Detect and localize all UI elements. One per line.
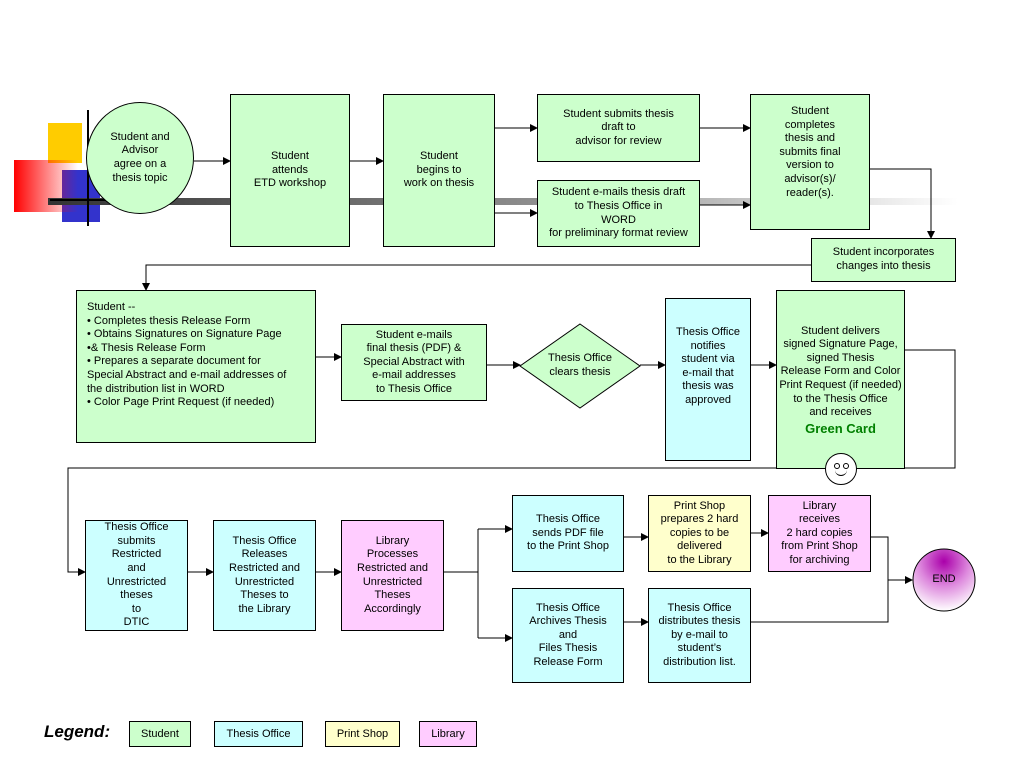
step-release-to-library: Thesis Office Releases Restricted and Un… [213,520,316,631]
step-etd-workshop: Student attends ETD workshop [230,94,350,247]
step-archive-thesis: Thesis Office Archives Thesis and Files … [512,588,624,683]
step-library-processes: Library Processes Restricted and Unrestr… [341,520,444,631]
legend-library: Library [419,721,477,747]
decision-diamond [519,323,641,409]
step-topic-agreement: Student and Advisor agree on a thesis to… [86,102,194,214]
step-office-clears: Thesis Office clears thesis [548,352,612,378]
step-email-draft-office: Student e-mails thesis draft to Thesis O… [537,180,700,247]
step-send-pdf-print-shop: Thesis Office sends PDF file to the Prin… [512,495,624,572]
green-card-label: Green Card [805,420,876,436]
step-email-final-thesis: Student e-mails final thesis (PDF) & Spe… [341,324,487,401]
smiley-face-icon [824,452,857,485]
connectors [67,124,956,642]
end-node: END [932,573,956,586]
step-print-shop-copies: Print Shop prepares 2 hard copies to be … [648,495,751,572]
step-distribute-thesis: Thesis Office distributes thesis by e-ma… [648,588,751,683]
legend-print-shop: Print Shop [325,721,400,747]
step-deliver-text: Student delivers signed Signature Page, … [779,324,902,419]
step-library-receives: Library receives 2 hard copies from Prin… [768,495,871,572]
step-submit-final-version: Student completes thesis and submits fin… [750,94,870,230]
step-begin-work: Student begins to work on thesis [383,94,495,247]
step-office-notifies: Thesis Office notifies student via e-mai… [665,298,751,461]
end-node-shape [912,548,976,612]
step-incorporate-changes: Student incorporates changes into thesis [811,238,956,282]
step-submit-draft-advisor: Student submits thesis draft to advisor … [537,94,700,162]
legend-thesis-office: Thesis Office [214,721,303,747]
step-submit-dtic: Thesis Office submits Restricted and Unr… [85,520,188,631]
legend-title: Legend: [44,722,111,741]
step-deliver-signed-forms: Student delivers signed Signature Page, … [776,290,905,485]
step-release-form: Student -- • Completes thesis Release Fo… [76,290,316,443]
legend-student: Student [129,721,191,747]
